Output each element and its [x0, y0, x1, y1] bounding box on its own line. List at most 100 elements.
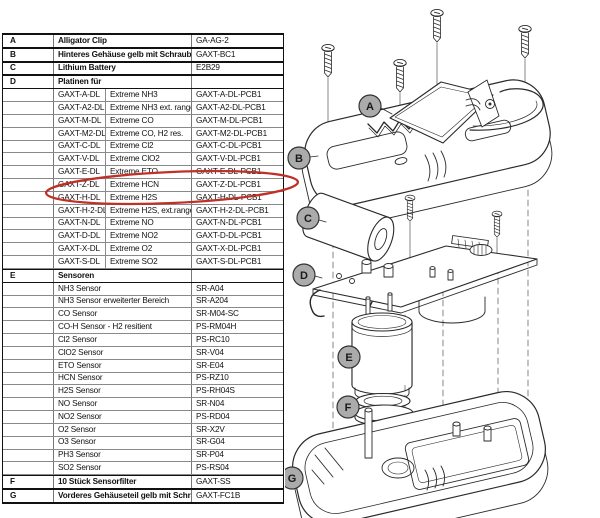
cell-description: CO Sensor [58, 309, 98, 319]
table-row: NH3 Sensor SR-A04 [3, 282, 283, 296]
table-row: G Vorderes Gehäuseteil gelb mit Schrau G… [3, 488, 283, 503]
cell-model: GAXT-X-DL [58, 244, 100, 254]
table-row: PH3 Sensor SR-P04 [3, 449, 283, 463]
svg-text:G: G [288, 473, 297, 485]
cell-description: Extreme ETO [105, 166, 191, 179]
svg-text:C: C [304, 213, 312, 225]
exploded-view-diagram: A B C D E F G [285, 8, 553, 518]
cell-part-number: SR-A204 [191, 295, 283, 308]
cell-part-number [191, 76, 283, 89]
cell-description: Extreme NO [105, 217, 191, 230]
table-row: NH3 Sensor erweiterter Bereich SR-A204 [3, 295, 283, 309]
cell-part-number: SR-N04 [191, 398, 283, 411]
parts-table: A Alligator Clip GA-AG-2 B Hinteres Gehä… [2, 33, 284, 504]
cell-description: NH3 Sensor [58, 283, 102, 293]
cell-model: GAXT-V-DL [58, 154, 100, 164]
cell-ref-letter [3, 385, 54, 398]
cell-description: 10 Stück Sensorfilter [58, 476, 137, 486]
cell-description: Platinen für [58, 77, 102, 87]
table-row: Cl2 Sensor PS-RC10 [3, 334, 283, 347]
part-alligator-clip [367, 79, 544, 144]
cell-model: GAXT-H-DL [58, 192, 101, 202]
cell-description: NO Sensor [58, 399, 98, 408]
cell-part-number: GAXT-M-DL-PCB1 [191, 114, 283, 127]
cell-ref-letter [3, 166, 54, 179]
cell-ref-letter [3, 114, 54, 127]
cell-description: Lithium Battery [58, 63, 116, 73]
cell-ref-letter [3, 140, 54, 153]
cell-part-number: GAXT-BC1 [191, 48, 283, 61]
cell-ref-letter [3, 217, 54, 230]
table-row: ETO Sensor SR-E04 [3, 359, 283, 373]
cell-ref-letter: F [3, 476, 54, 488]
cell-ref-letter [3, 127, 54, 140]
cell-description: Extreme H2S [105, 191, 191, 204]
cell-ref-letter: B [3, 48, 54, 61]
cell-part-number: GAXT-M2-DL-PCB1 [191, 127, 283, 140]
cell-description: Extreme H2S, ext.range [105, 204, 191, 217]
table-row: O3 Sensor SR-G04 [3, 436, 283, 450]
cell-part-number: GAXT-C-DL-PCB1 [191, 140, 283, 153]
cell-ref-letter [3, 321, 54, 334]
cell-description: Vorderes Gehäuseteil gelb mit Schrau [58, 490, 191, 500]
cell-part-number: PS-RC10 [191, 334, 283, 346]
cell-part-number: SR-A04 [191, 282, 283, 295]
cell-ref-letter [3, 462, 54, 475]
cell-ref-letter [3, 256, 54, 268]
cell-ref-letter [3, 359, 54, 372]
cell-description: Extreme NH3 [105, 89, 191, 102]
cell-part-number: PS-RZ10 [191, 372, 283, 385]
table-row: GAXT-A2-DL Extreme NH3 ext. range GAXT-A… [3, 102, 283, 115]
cell-description: ClO2 Sensor [58, 347, 104, 357]
cell-description: ETO Sensor [58, 360, 102, 370]
svg-text:D: D [300, 270, 308, 282]
callout-c: C [296, 206, 320, 230]
cell-description: NO2 Sensor [58, 411, 102, 421]
table-row: GAXT-N-DL Extreme NO GAXT-N-DL-PCB1 [3, 217, 283, 231]
cell-description: Extreme O2 [105, 243, 191, 256]
callout-a: A [358, 94, 382, 118]
cell-part-number: GAXT-Z-DL-PCB1 [191, 179, 283, 191]
cell-description: HCN Sensor [58, 373, 103, 383]
table-row: SO2 Sensor PS-RS04 [3, 462, 283, 476]
table-row: GAXT-D-DL Extreme NO2 GAXT-D-DL-PCB1 [3, 230, 283, 244]
cell-part-number: PS-RD04 [191, 411, 283, 423]
cell-description: Extreme HCN [105, 179, 191, 191]
cell-description: Extreme CO, H2 res. [105, 127, 191, 140]
table-row: GAXT-H-2-DL Extreme H2S, ext.range GAXT-… [3, 204, 283, 218]
table-row: H2S Sensor PS-RH04S [3, 385, 283, 399]
cell-model: GAXT-Z-DL [58, 179, 100, 189]
cell-ref-letter [3, 243, 54, 256]
cell-ref-letter [3, 204, 54, 217]
part-pcb [309, 235, 538, 328]
cell-ref-letter [3, 282, 54, 295]
cell-description: PH3 Sensor [58, 450, 101, 460]
cell-ref-letter [3, 423, 54, 436]
table-row: E Sensoren [3, 268, 283, 283]
table-row: GAXT-A-DL Extreme NH3 GAXT-A-DL-PCB1 [3, 89, 283, 103]
cell-part-number: GAXT-H-2-DL-PCB1 [191, 204, 283, 217]
cell-model: GAXT-M-DL [58, 115, 102, 125]
cell-part-number: SR-G04 [191, 436, 283, 449]
cell-part-number: GA-AG-2 [191, 35, 283, 47]
callout-connectors [309, 107, 393, 279]
cell-description: H2S Sensor [58, 386, 101, 396]
table-row: ClO2 Sensor SR-V04 [3, 346, 283, 360]
cell-model: GAXT-D-DL [58, 231, 101, 241]
table-row: CO-H Sensor - H2 resitient PS-RM04H [3, 321, 283, 335]
cell-ref-letter [3, 153, 54, 166]
cell-description: Extreme CO [105, 114, 191, 127]
svg-text:A: A [366, 101, 374, 113]
table-row: NO Sensor SR-N04 [3, 398, 283, 412]
cell-description: Sensoren [58, 270, 95, 280]
cell-ref-letter [3, 372, 54, 385]
table-row: GAXT-M2-DL Extreme CO, H2 res. GAXT-M2-D… [3, 127, 283, 141]
callout-d: D [292, 263, 316, 287]
table-row: B Hinteres Gehäuse gelb mit Schrauben GA… [3, 47, 283, 62]
cell-description: Extreme SO2 [105, 256, 191, 268]
table-row: GAXT-E-DL Extreme ETO GAXT-E-DL-PCB1 [3, 166, 283, 180]
cell-part-number: SR-M04-SC [191, 308, 283, 321]
cell-ref-letter [3, 449, 54, 462]
cell-description: Extreme ClO2 [105, 153, 191, 166]
